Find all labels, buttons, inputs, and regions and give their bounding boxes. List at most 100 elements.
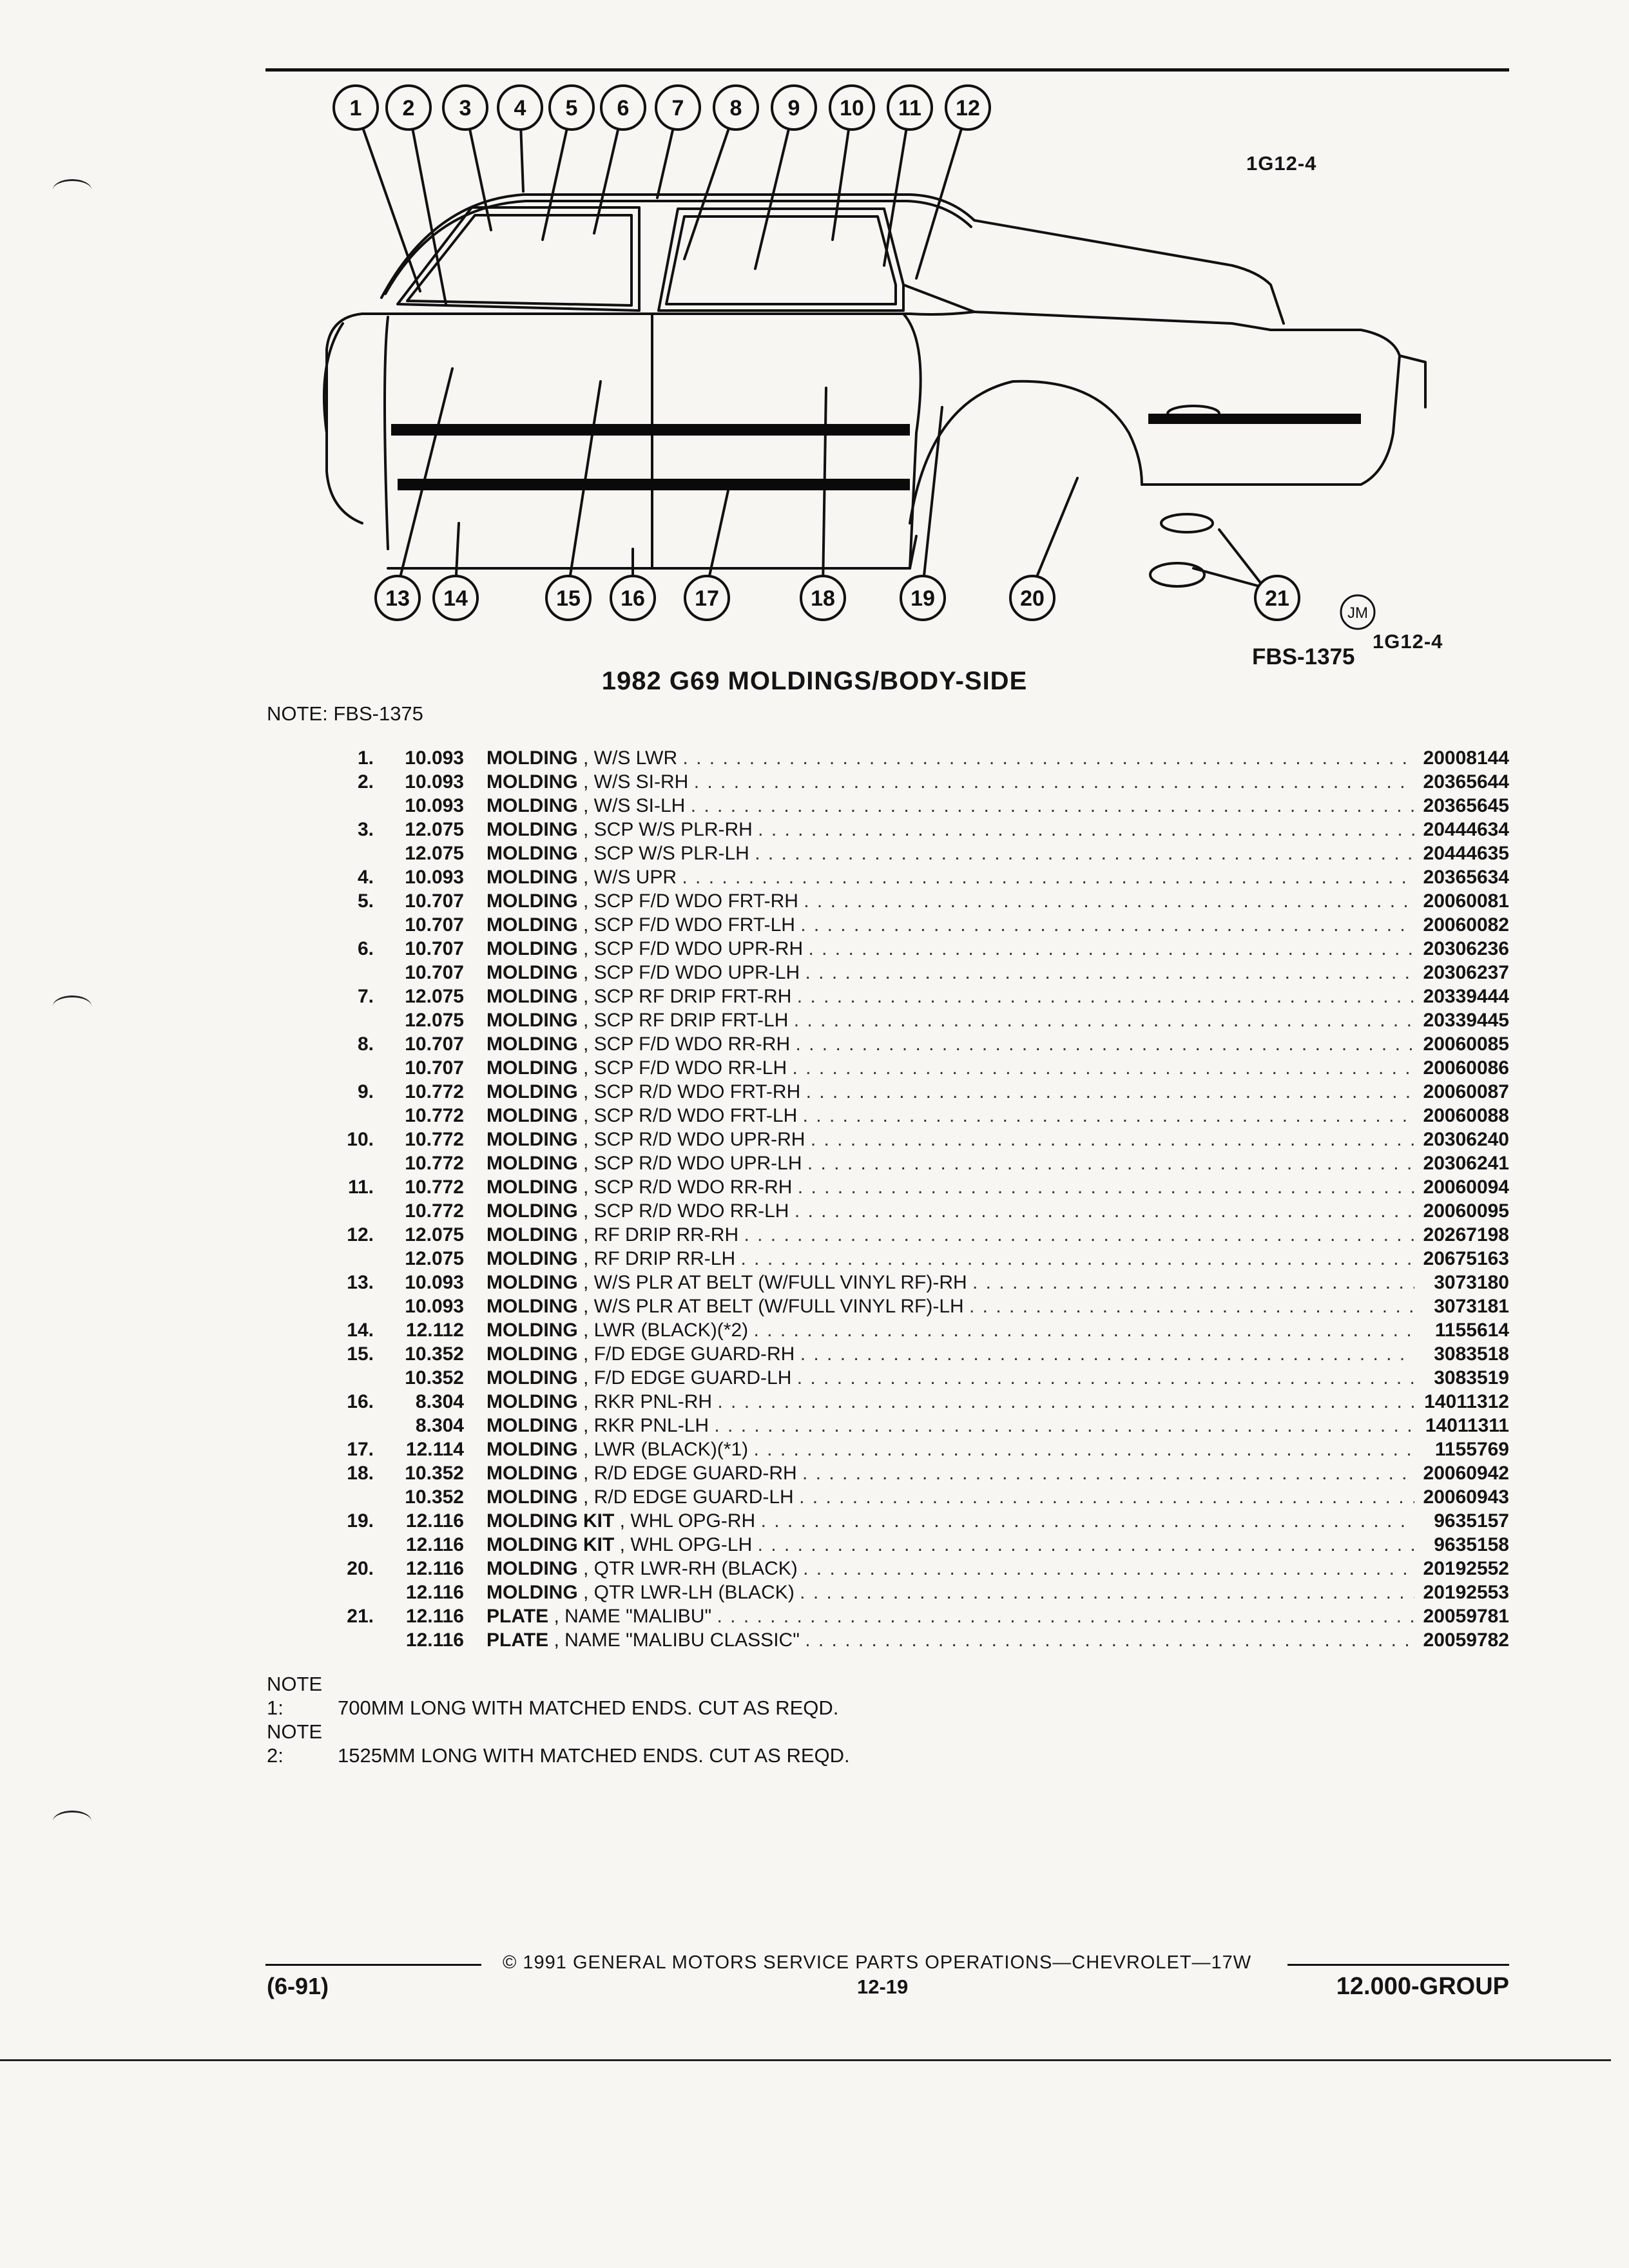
group-number: 10.772 (405, 1129, 464, 1150)
part-detail: , SCP F/D WDO FRT-RH (583, 890, 798, 912)
part-name: MOLDING (487, 1010, 578, 1031)
callout-number: 5. (357, 890, 374, 912)
page-number: 12-19 (857, 1975, 909, 1998)
part-name: MOLDING (487, 1129, 578, 1150)
part-description: MOLDING , SCP F/D WDO FRT-RH . . . . . .… (487, 890, 1414, 912)
part-detail: , SCP W/S PLR-RH (583, 819, 753, 840)
part-detail: , SCP R/D WDO UPR-RH (583, 1129, 805, 1150)
dot-leader: . . . . . . . . . . . . . . . . . . . . … (682, 747, 1414, 769)
part-detail: , RF DRIP RR-RH (583, 1224, 739, 1245)
part-name: MOLDING (487, 1415, 578, 1436)
part-description: MOLDING , SCP F/D WDO FRT-LH . . . . . .… (487, 914, 1414, 936)
part-name: MOLDING (487, 1463, 578, 1484)
note-label: NOTE 2: (267, 1720, 323, 1767)
dot-leader: . . . . . . . . . . . . . . . . . . . . … (753, 1320, 1415, 1341)
part-name: MOLDING (487, 1367, 578, 1389)
part-number: 20444635 (1423, 843, 1509, 864)
dot-leader: . . . . . . . . . . . . . . . . . . . . … (758, 819, 1414, 840)
part-number: 20059781 (1423, 1606, 1509, 1627)
part-description: MOLDING , SCP F/D WDO RR-RH . . . . . . … (487, 1033, 1414, 1055)
svg-text:3: 3 (459, 96, 472, 120)
dot-leader: . . . . . . . . . . . . . . . . . . . . … (805, 1081, 1414, 1102)
svg-text:10: 10 (840, 96, 864, 120)
dot-leader: . . . . . . . . . . . . . . . . . . . . … (807, 1153, 1414, 1174)
scan-mark (53, 995, 92, 1017)
svg-text:12: 12 (956, 96, 980, 120)
part-number: 14011311 (1425, 1415, 1509, 1436)
dot-leader: . . . . . . . . . . . . . . . . . . . . … (799, 1486, 1414, 1508)
part-detail: , SCP R/D WDO RR-RH (583, 1177, 793, 1198)
dot-leader: . . . . . . . . . . . . . . . . . . . . … (795, 1033, 1414, 1055)
svg-text:13: 13 (385, 586, 410, 611)
part-number: 20192553 (1423, 1582, 1509, 1603)
part-number: 20306240 (1423, 1129, 1509, 1150)
part-detail: , SCP R/D WDO FRT-RH (583, 1081, 801, 1102)
part-number: 9635157 (1434, 1510, 1509, 1532)
group-number: 10.093 (405, 1272, 464, 1293)
part-number: 3083519 (1434, 1367, 1509, 1389)
part-number: 20059782 (1423, 1629, 1509, 1651)
part-name: MOLDING (487, 1153, 578, 1174)
part-number: 20365644 (1423, 771, 1509, 793)
callout-number: 4. (357, 867, 374, 888)
part-name: MOLDING (487, 819, 578, 840)
part-detail: , SCP W/S PLR-LH (583, 843, 749, 864)
footer-rule-right (1287, 1964, 1509, 1966)
part-description: MOLDING , RF DRIP RR-LH . . . . . . . . … (487, 1248, 1414, 1270)
group-number: 12.116 (405, 1629, 464, 1651)
part-name: MOLDING (487, 1391, 578, 1412)
bottom-rule (0, 2059, 1611, 2061)
callout-number: 15. (347, 1343, 374, 1365)
callout-number: 17. (347, 1439, 374, 1460)
part-detail: , RKR PNL-LH (583, 1415, 709, 1436)
scan-mark (53, 179, 92, 200)
part-description: MOLDING , W/S PLR AT BELT (W/FULL VINYL … (487, 1296, 1414, 1318)
part-detail: , NAME "MALIBU CLASSIC" (554, 1629, 800, 1651)
part-number: 1155769 (1434, 1439, 1509, 1460)
dot-leader: . . . . . . . . . . . . . . . . . . . . … (803, 1558, 1414, 1579)
part-detail: , SCP R/D WDO FRT-LH (583, 1105, 798, 1126)
dot-leader: . . . . . . . . . . . . . . . . . . . . … (682, 867, 1414, 888)
svg-text:5: 5 (566, 96, 578, 120)
part-detail: , QTR LWR-RH (BLACK) (583, 1558, 798, 1579)
part-description: MOLDING , SCP RF DRIP FRT-RH . . . . . .… (487, 986, 1414, 1008)
group-number: 10.707 (405, 938, 464, 959)
part-description: MOLDING , W/S LWR . . . . . . . . . . . … (487, 747, 1414, 769)
copyright-notice: © 1991 GENERAL MOTORS SERVICE PARTS OPER… (503, 1952, 1252, 1973)
footnotes: NOTE 1:700MM LONG WITH MATCHED ENDS. CUT… (267, 1672, 850, 1767)
dot-leader: . . . . . . . . . . . . . . . . . . . . … (740, 1248, 1414, 1269)
part-name: MOLDING (487, 1439, 578, 1460)
part-description: MOLDING , SCP W/S PLR-LH . . . . . . . .… (487, 843, 1414, 865)
part-name: MOLDING (487, 1248, 578, 1269)
part-detail: , W/S PLR AT BELT (W/FULL VINYL RF)-RH (583, 1272, 967, 1293)
dot-leader: . . . . . . . . . . . . . . . . . . . . … (792, 1057, 1414, 1079)
part-description: MOLDING , SCP W/S PLR-RH . . . . . . . .… (487, 819, 1414, 841)
group-number: 12.075 (405, 1224, 464, 1245)
svg-text:1: 1 (350, 96, 362, 120)
part-detail: , W/S SI-RH (583, 771, 689, 793)
part-detail: , SCP F/D WDO FRT-LH (583, 914, 795, 936)
part-number: 20060081 (1423, 890, 1509, 912)
part-detail: , NAME "MALIBU" (554, 1606, 712, 1627)
part-name: MOLDING (487, 795, 578, 816)
callout-number: 3. (357, 819, 374, 840)
dot-leader: . . . . . . . . . . . . . . . . . . . . … (717, 1391, 1414, 1412)
part-number: 3073181 (1434, 1296, 1509, 1317)
callout-number: 19. (347, 1510, 374, 1532)
part-description: MOLDING , SCP R/D WDO UPR-LH . . . . . .… (487, 1153, 1414, 1175)
svg-text:2: 2 (403, 96, 415, 120)
part-name: MOLDING (487, 938, 578, 959)
car-body-side-diagram: 1 2 3 4 5 6 7 8 9 10 11 12 13 14 15 16 1… (322, 84, 1427, 630)
note-label: NOTE 1: (267, 1673, 323, 1719)
figure-ref-code: 1G12-4 (1246, 152, 1317, 175)
part-number: 20060086 (1423, 1057, 1509, 1079)
svg-text:16: 16 (621, 586, 645, 611)
